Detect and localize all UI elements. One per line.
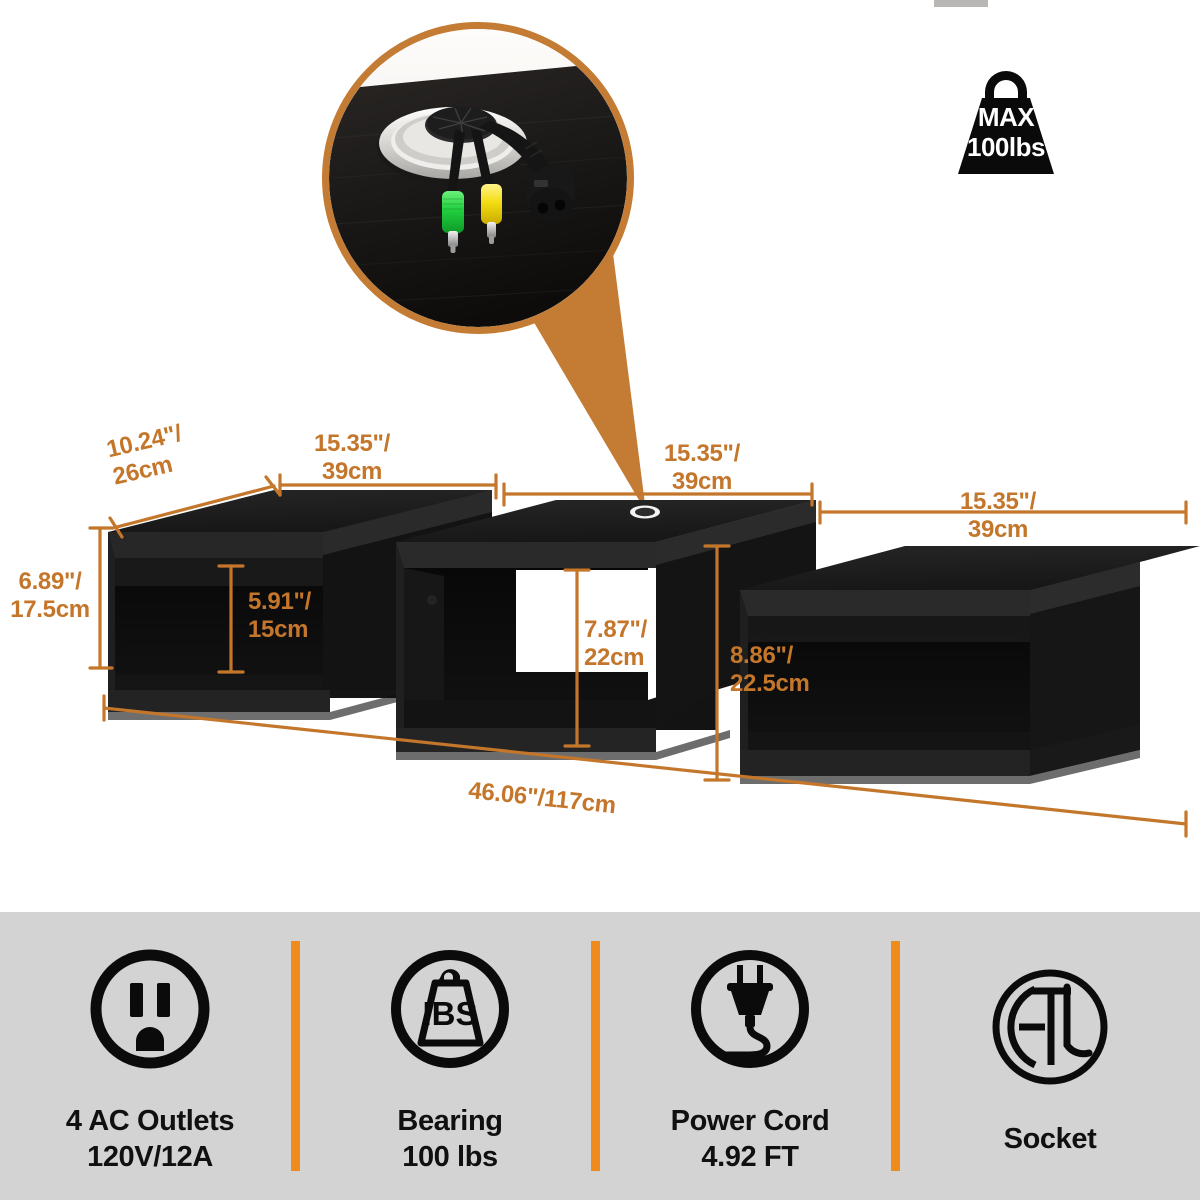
feature-label: 4 AC Outlets 120V/12A [65, 1105, 235, 1173]
feature-power-cord: Power Cord 4.92 FT [600, 912, 900, 1200]
feature-label: Socket [1003, 1123, 1097, 1155]
dim-right-top-width: 15.35"/ 39cm [959, 488, 1036, 543]
dim-left-overall-height: 6.89"/ 17.5cm [10, 568, 90, 623]
dim-middle-top-width: 15.35"/ 39cm [663, 440, 740, 495]
feature-divider [291, 941, 300, 1171]
dim-right-inner-height: 8.86"/ 22.5cm [730, 642, 810, 697]
dim-middle-inner-height: 7.87"/ 22cm [584, 616, 647, 671]
feature-label: Bearing 100 lbs [397, 1105, 503, 1173]
feature-label: Power Cord 4.92 FT [670, 1105, 830, 1173]
feature-divider [591, 941, 600, 1171]
max-badge-line2: 100lbs [967, 132, 1045, 162]
grommet-detail-photo [322, 22, 634, 334]
weight-icon-text: IBS [422, 995, 477, 1032]
dim-left-inner-height: 5.91"/ 15cm [248, 588, 311, 643]
feature-socket-etl: Socket [900, 912, 1200, 1200]
power-plug-icon [691, 950, 809, 1068]
etl-certification-icon [992, 969, 1108, 1085]
product-illustration [88, 473, 1200, 838]
feature-ac-outlets: 4 AC Outlets 120V/12A [0, 912, 300, 1200]
feature-bearing: IBS Bearing 100 lbs [300, 912, 600, 1200]
dim-left-top-width: 15.35"/ 39cm [313, 430, 390, 485]
ac-outlet-icon [90, 949, 210, 1069]
top-edge-artifact [934, 0, 988, 7]
feature-divider [891, 941, 900, 1171]
max-badge-line1: MAX [977, 102, 1035, 132]
weight-bearing-icon: IBS [391, 950, 509, 1068]
feature-strip: 4 AC Outlets 120V/12A IBS Bearing 100 lb… [0, 912, 1200, 1200]
